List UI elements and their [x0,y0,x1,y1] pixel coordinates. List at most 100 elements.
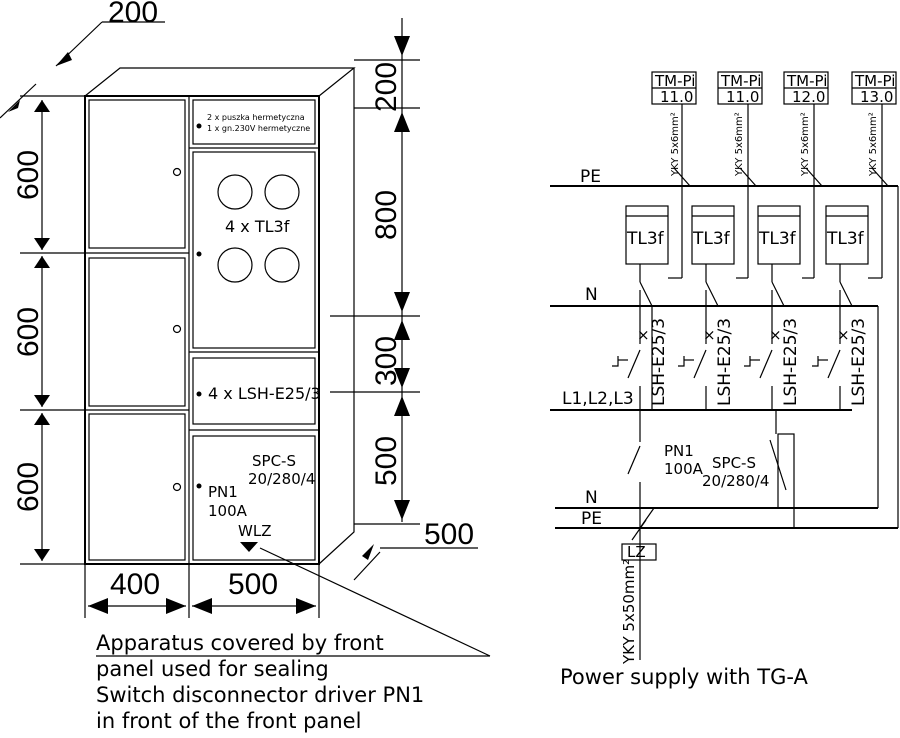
tm-box-3: TM-Pi 12.0 [783,71,829,106]
meter-window-icon [217,247,253,283]
note-line-2: panel used for sealing [96,657,329,681]
spc-label-1: SPC-S [252,452,296,470]
cabinet-top-face [84,67,356,97]
lz-box: LZ [621,543,657,561]
meter-window-icon [264,247,300,283]
meter-window-icon [264,174,300,210]
meter-3: TL3f [757,205,801,282]
main-switch-panel [192,435,316,561]
bus-pe2-label: PE [581,509,602,529]
note-line-4: in front of the front panel [96,709,361,733]
svg-text:×: × [637,326,650,344]
cable-label-2: YKY 5x6mm² [734,112,745,177]
svg-text:LSH-E25/3: LSH-E25/3 [849,318,869,406]
dim-right-300: 300 [370,336,403,386]
bus-l-label: L1,L2,L3 [562,389,634,409]
dim-depth-bottom: 500 [424,518,474,551]
door-lock-icon [172,482,182,492]
svg-text:TL3f: TL3f [692,229,731,249]
schematic: PE N L1,L2,L3 N PE TM-Pi 11.0 TM-Pi 11.0… [550,71,899,689]
svg-text:LSH-E25/3: LSH-E25/3 [649,318,669,406]
left-door-2 [88,257,186,407]
meters-label: 4 x TL3f [225,217,290,236]
svg-text:11.0: 11.0 [726,88,759,106]
tm-box-1: TM-Pi 11.0 [651,71,697,106]
main-switch-pn1: PN1 100A [627,410,704,548]
dim-right-500: 500 [370,436,403,486]
lock-icon [196,483,202,489]
bus-n-label: N [585,285,598,305]
breaker-2: × LSH-E25/3 [678,290,735,410]
svg-text:100A: 100A [664,460,704,478]
door-lock-icon [172,167,182,177]
tm-box-4: TM-Pi 13.0 [851,71,897,106]
lock-icon [196,251,202,257]
dim-depth-top: 200 [108,0,158,29]
bus-n2-label: N [585,488,598,508]
svg-text:13.0: 13.0 [860,88,893,106]
cable-label-1: YKY 5x6mm² [670,112,681,177]
svg-text:12.0: 12.0 [792,88,825,106]
surge-arrester-spc: SPC-S 20/280/4 [702,410,795,528]
cable-label-4: YKY 5x6mm² [868,112,879,177]
svg-text:TM-Pi: TM-Pi [720,72,761,90]
lock-icon [196,123,202,129]
dim-left-1: 600 [12,150,45,200]
svg-text:×: × [837,326,850,344]
bus-pe-label: PE [580,167,601,187]
sockets-label-1: 2 x puszka hermetyczna [207,113,305,122]
svg-text:TM-Pi: TM-Pi [786,72,827,90]
cabinet-dimensions: 200 600 600 600 200 800 300 [0,0,478,618]
meter-4: TL3f [825,205,869,282]
pn1-label-1: PN1 [208,483,238,501]
svg-text:×: × [769,326,782,344]
wlz-label: WLZ [238,522,271,540]
sockets-label-2: 1 x gn.230V hermetyczne [207,124,310,133]
meter-2: TL3f [691,205,735,282]
note-line-1: Apparatus covered by front [96,631,384,655]
svg-text:LSH-E25/3: LSH-E25/3 [781,318,801,406]
dim-left-3: 600 [12,462,45,512]
dim-left-2: 600 [12,307,45,357]
breaker-3: × LSH-E25/3 [744,290,801,410]
svg-text:TL3f: TL3f [626,229,665,249]
meters-panel [192,151,316,349]
svg-text:×: × [703,326,716,344]
svg-text:SPC-S: SPC-S [712,454,756,472]
svg-text:LZ: LZ [627,543,646,561]
cabinet-note: Apparatus covered by front panel used fo… [96,547,491,733]
breaker-4: × LSH-E25/3 [812,290,869,410]
meter-window-icon [217,174,253,210]
cabinet-outline [84,95,320,565]
breaker-1: × LSH-E25/3 [612,290,669,410]
main-cable-label: YKY 5x50mm² [620,559,638,665]
left-door-3 [88,413,186,561]
note-line-3: Switch disconnector driver PN1 [96,683,424,707]
dim-width-right: 500 [228,568,278,601]
wlz-arrow-icon [240,542,258,552]
svg-text:LSH-E25/3: LSH-E25/3 [715,318,735,406]
svg-text:11.0: 11.0 [660,88,693,106]
dim-width-left: 400 [110,568,160,601]
meter-1: TL3f [625,205,669,282]
left-door-1 [88,99,186,249]
pn1-label-2: 100A [208,502,248,520]
svg-text:20/280/4: 20/280/4 [702,472,769,490]
dim-right-800: 800 [370,190,403,240]
svg-text:PN1: PN1 [664,442,694,460]
cabinet-side-face [318,68,355,565]
svg-text:TM-Pi: TM-Pi [854,72,895,90]
door-lock-icon [172,324,182,334]
cable-label-3: YKY 5x6mm² [800,112,811,177]
dim-right-200: 200 [370,62,403,112]
svg-text:TM-Pi: TM-Pi [654,72,695,90]
cabinet-front-view: 2 x puszka hermetyczna 1 x gn.230V herme… [84,67,356,565]
spc-label-2: 20/280/4 [248,470,315,488]
lock-icon [196,391,202,397]
breakers-panel [192,357,316,425]
schematic-caption: Power supply with TG-A [560,665,808,689]
breakers-label: 4 x LSH-E25/3 [208,384,321,403]
svg-text:TL3f: TL3f [758,229,797,249]
sockets-panel [192,99,316,145]
